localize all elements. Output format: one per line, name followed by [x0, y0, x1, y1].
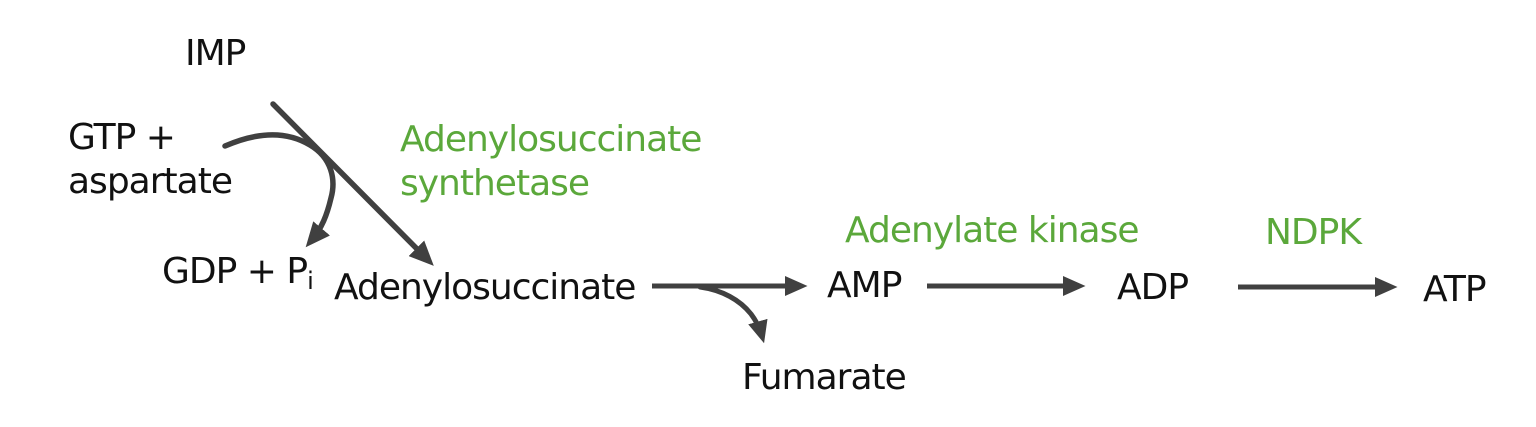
gdp-pi-main: GDP + P — [162, 251, 308, 292]
enzyme-adenylate-kinase: Adenylate kinase — [845, 210, 1140, 251]
enzyme-synthetase-line1: Adenylosuccinate — [400, 119, 702, 160]
arrow-imp-to-adenylosuccinate — [270, 101, 434, 266]
node-atp: ATP — [1423, 269, 1487, 310]
node-amp: AMP — [827, 265, 902, 306]
node-gdp-pi: GDP + Pi — [162, 250, 314, 303]
arrow-gtp-to-gdp-curve — [222, 132, 336, 248]
enzyme-synthetase-line2: synthetase — [400, 163, 590, 204]
enzyme-adenylosuccinate-synthetase: Adenylosuccinate synthetase — [400, 118, 702, 206]
node-fumarate: Fumarate — [742, 357, 907, 398]
gdp-pi-subscript: i — [307, 267, 314, 295]
node-adp: ADP — [1117, 267, 1189, 308]
gtp-line1: GTP + — [68, 117, 176, 158]
gtp-line2: aspartate — [68, 161, 233, 202]
arrow-branch-to-fumarate — [697, 284, 768, 344]
node-imp: IMP — [185, 33, 246, 74]
node-adenylosuccinate: Adenylosuccinate — [334, 267, 636, 308]
node-gtp-aspartate: GTP + aspartate — [68, 116, 233, 204]
enzyme-ndpk: NDPK — [1265, 212, 1362, 253]
